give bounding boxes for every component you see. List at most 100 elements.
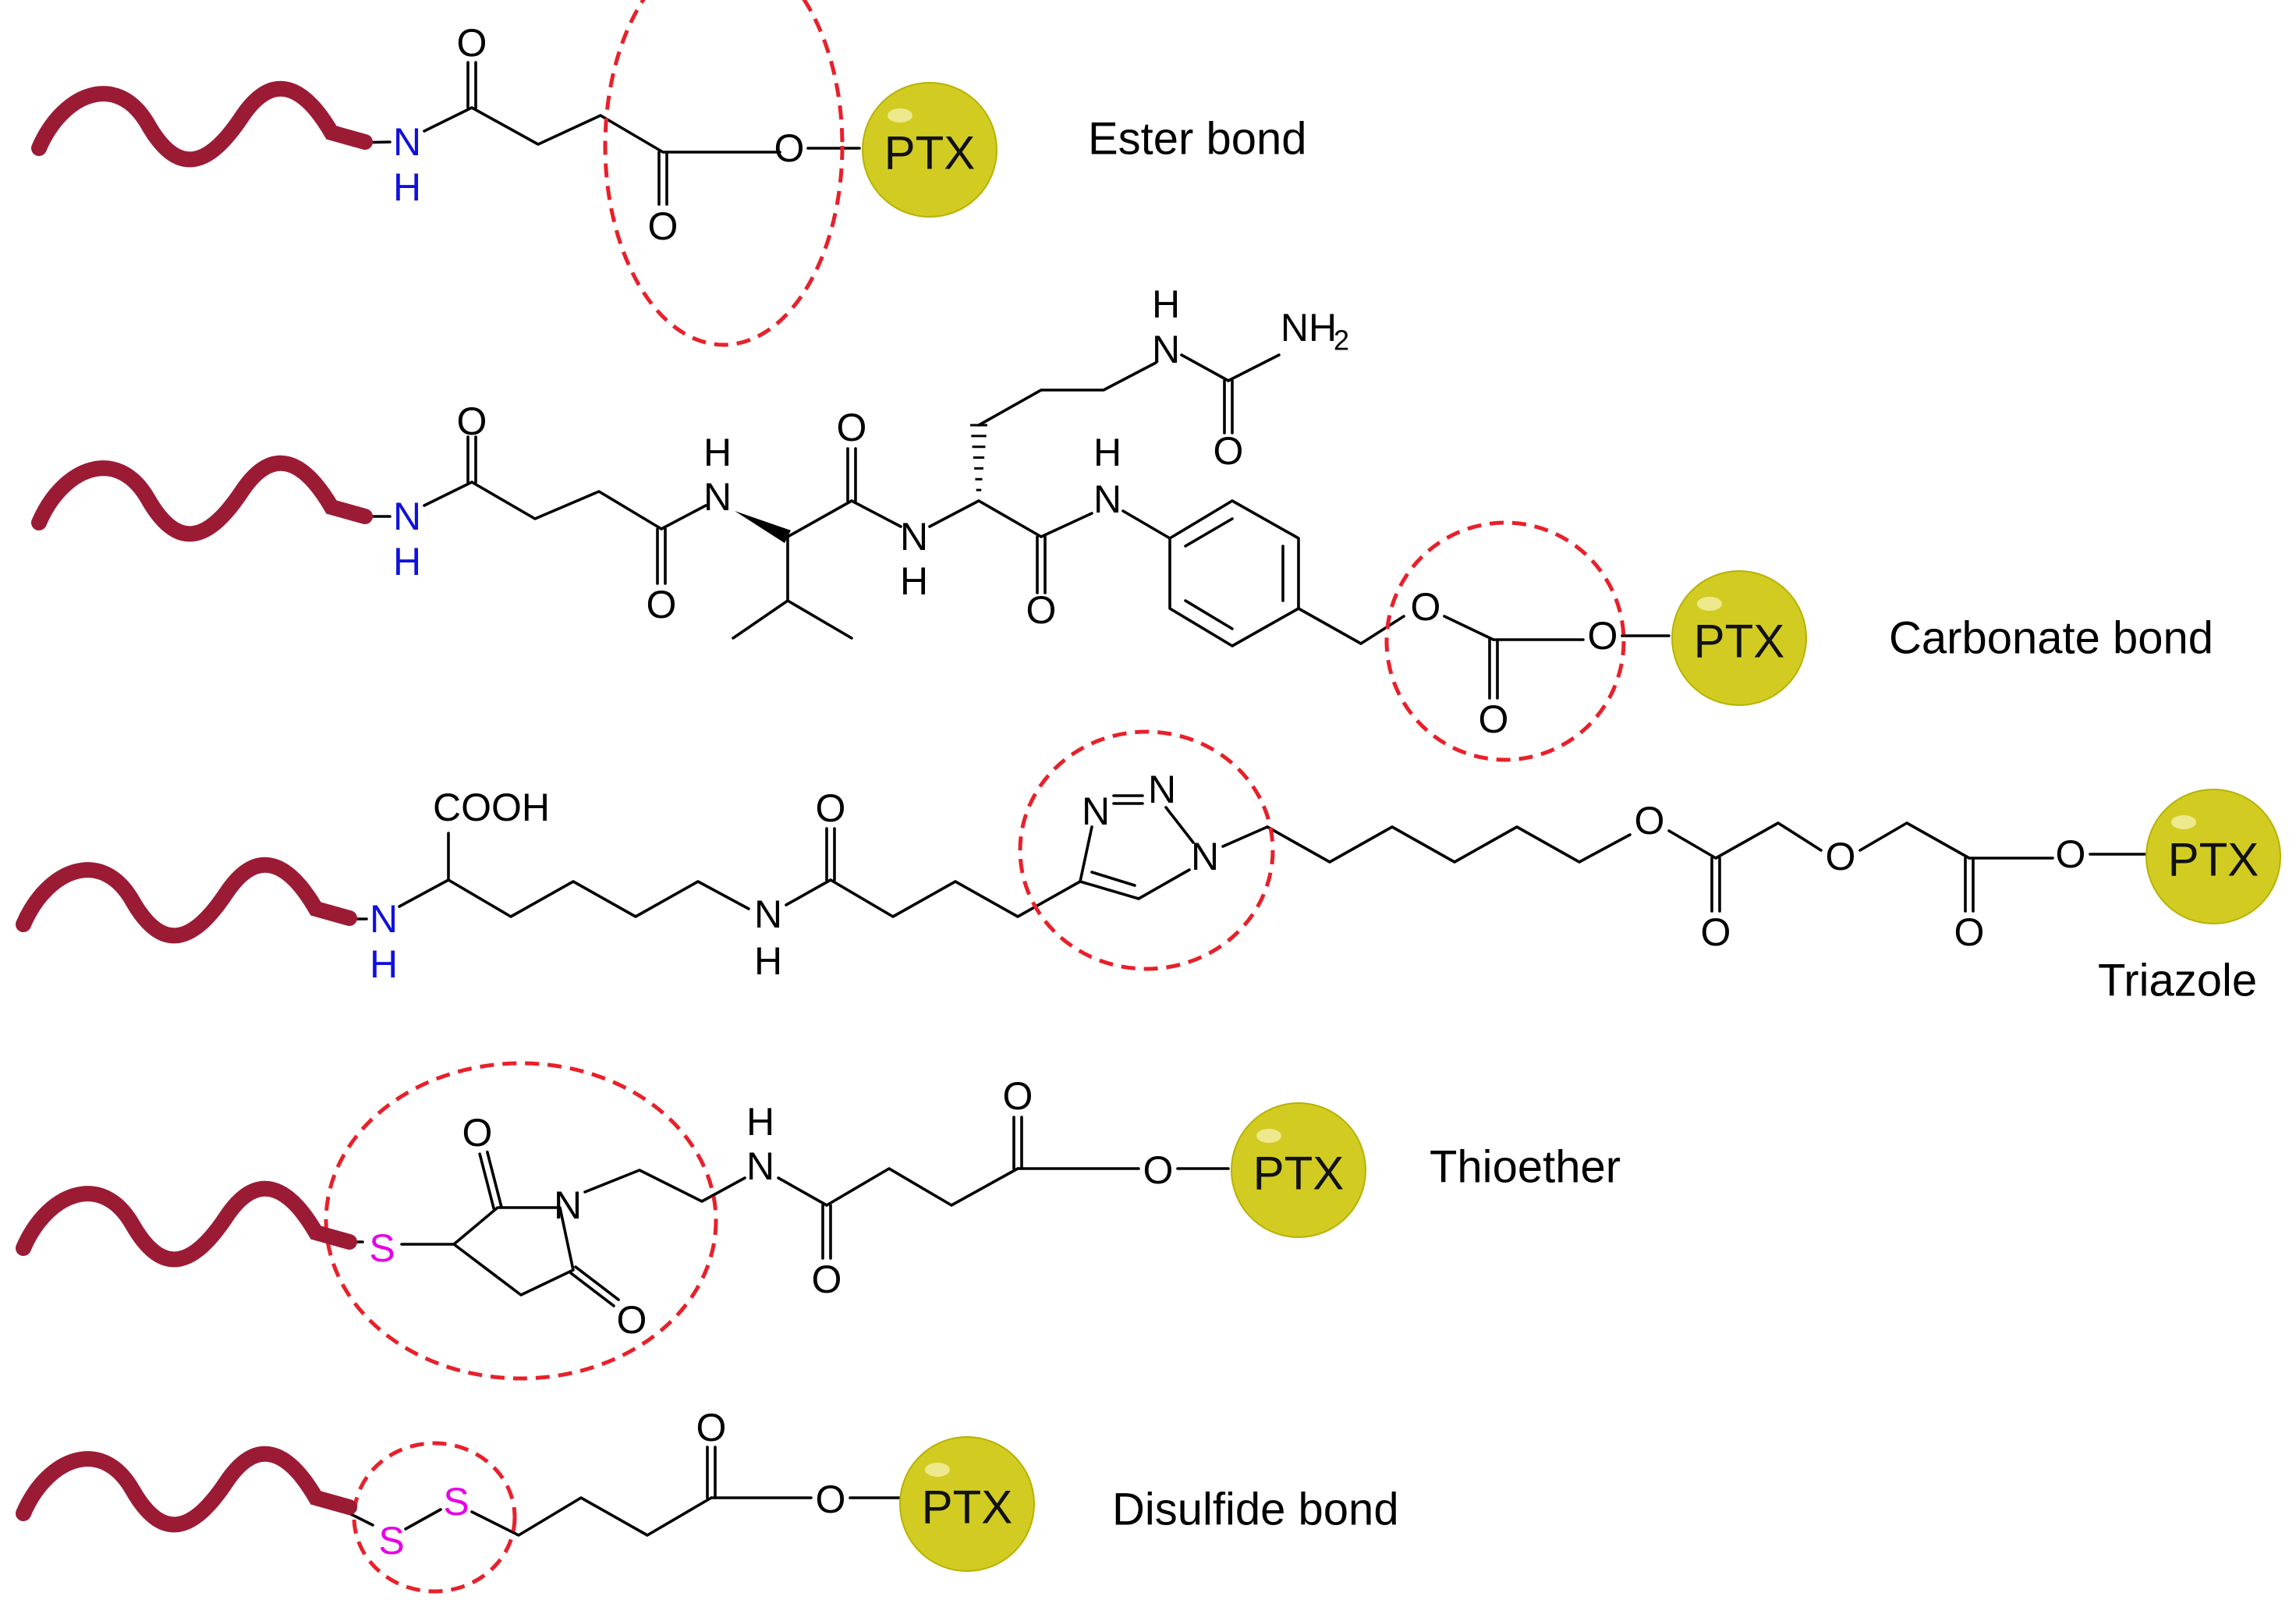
triazole-n1-c5 <box>1137 868 1191 900</box>
nitrogen-row3: N <box>370 897 398 941</box>
triazole-c5-c4 <box>1079 880 1140 900</box>
caption-thioether: Thioether <box>1430 1142 1621 1193</box>
nitrogen-h-row2-val: H <box>703 431 732 474</box>
nitrogen-row2-urea: N <box>1152 328 1180 371</box>
chain-row2-cit-side <box>977 361 1157 427</box>
nitrogen-row3-tz-3: N <box>1082 789 1110 833</box>
bond-row2-urea <box>1180 353 1230 382</box>
ptx-layer: PTX PTX PTX PTX PTX <box>862 82 2281 1572</box>
nitrogen-row2-aniline: N <box>1093 477 1121 521</box>
oxygen-row3-ether: O <box>1826 835 1856 878</box>
chain-row5 <box>470 1496 713 1537</box>
nitrogen-row2: N <box>393 495 421 538</box>
nitrogen-h-row2-aniline: H <box>1093 431 1121 474</box>
caption-triazole: Triazole <box>2098 956 2257 1006</box>
oxygen-row2-urea: O <box>1214 429 1244 473</box>
oxygen-row3-2: O <box>1701 910 1731 954</box>
highlight-circle-layer <box>324 0 1626 1594</box>
nitrogen-row1: N <box>393 120 421 164</box>
oxygen-row4-ring-1: O <box>462 1111 493 1155</box>
ptx-label: PTX <box>922 1481 1013 1534</box>
oxygen-row2-3: O <box>837 406 867 449</box>
nitrogen-h-row3: H <box>370 942 398 986</box>
oxygen-row1-ester: O <box>648 204 679 248</box>
amine-row2-urea: NH <box>1281 306 1337 349</box>
nitrogen-h-row4-amide: H <box>746 1100 774 1144</box>
ptx-highlight <box>2171 815 2196 829</box>
bond-row2-o-c <box>1443 615 1495 641</box>
nitrogen-row3-amide: N <box>754 892 782 936</box>
oxygen-row2-carbonate-3: O <box>1588 614 1618 658</box>
oxygen-row4-2: O <box>1003 1074 1033 1118</box>
ptx-label: PTX <box>1694 615 1785 668</box>
ptx-highlight <box>1256 1129 1281 1143</box>
oxygen-row5-ester: O <box>816 1478 846 1521</box>
oxygen-row4-ring-2: O <box>617 1298 647 1342</box>
bond-row2-c-nh <box>1040 512 1093 538</box>
ptx-label: PTX <box>2168 834 2259 886</box>
oxygen-row2-1: O <box>457 399 487 443</box>
highlight-triazole <box>1018 729 1275 971</box>
nitrogen-row3-tz-1: N <box>1191 835 1219 878</box>
isopropyl-row2 <box>732 599 853 640</box>
sulfur-row5-2: S <box>443 1480 469 1524</box>
oxygen-row2-2: O <box>647 583 677 626</box>
oxygen-row4-ester: O <box>1143 1148 1174 1192</box>
bond-row2-c-n2 <box>850 499 902 528</box>
ptx-row4: PTX <box>1231 1102 1366 1238</box>
amine-subscript-row2: 2 <box>1334 325 1349 357</box>
nitrogen-row2-val: N <box>703 475 732 519</box>
sulfur-row4: S <box>369 1226 395 1270</box>
caption-ester-bond: Ester bond <box>1088 114 1307 165</box>
bond-row3-o-c <box>1667 829 1717 860</box>
carbonyl-row4-ring-2 <box>574 1265 620 1301</box>
nitrogen-h-row3-amide: H <box>754 939 782 983</box>
highlight-disulfide <box>352 1441 517 1594</box>
chain-row4-succinyl <box>825 1167 1019 1207</box>
nitrogen-h-row2-cit: H <box>900 559 928 603</box>
nitrogen-row2-cit: N <box>900 515 928 559</box>
bond-row4-n-c <box>777 1176 828 1207</box>
oxygen-row3-3: O <box>1954 910 1985 954</box>
oxygen-row1-amide: O <box>457 21 487 65</box>
ptx-row1: PTX <box>862 82 997 218</box>
nitrogen-h-row2-urea: H <box>1152 282 1180 326</box>
ribbon-row-3 <box>16 857 357 944</box>
bond-layer <box>335 61 2146 1537</box>
triazole-n2-n1 <box>1164 806 1195 844</box>
highlight-thioether <box>324 1061 718 1381</box>
oxygen-row3-ester-1: O <box>1635 799 1665 843</box>
oxygen-row1-link: O <box>774 126 805 170</box>
benzene-inner-3 <box>1184 599 1234 630</box>
nitrogen-h-row2: H <box>393 540 421 584</box>
triazole-c4-n3 <box>1079 825 1093 883</box>
hashed-row2-cit <box>970 424 987 491</box>
highlight-ester <box>603 0 845 347</box>
ribbon-layer <box>16 80 373 1533</box>
bond-row2-n-ring <box>1121 509 1171 540</box>
chain-row3-lysine <box>447 878 750 918</box>
carbonyl-row4-ring-1 <box>478 1152 495 1211</box>
oxygen-row2-carbonate-2: O <box>1479 697 1509 741</box>
carboxyl-row3: COOH <box>433 786 550 829</box>
ribbon-row-2 <box>31 455 373 542</box>
nitrogen-h-row1: H <box>393 165 421 209</box>
chain-row4-ethyl <box>583 1169 746 1203</box>
sulfur-row5-1: S <box>378 1519 404 1563</box>
bond-row3-n-ca <box>398 878 450 908</box>
oxygen-row2-carbonate-1: O <box>1411 585 1441 629</box>
highlight-carbonate <box>1384 520 1626 762</box>
ribbon-row-4 <box>16 1180 357 1268</box>
ptx-highlight <box>925 1463 950 1477</box>
ptx-highlight <box>888 108 912 122</box>
nitrogen-row4-imide: N <box>554 1183 582 1227</box>
bond-row3-tz-chain <box>1221 825 1269 848</box>
ribbon-row-5 <box>16 1446 357 1533</box>
chain-row1 <box>423 106 781 154</box>
chain-row3-butyl <box>829 878 1082 918</box>
carbonyl-row4-ring-2 <box>569 1272 615 1307</box>
chain-row3-ether-2 <box>1858 821 1971 860</box>
ptx-row2: PTX <box>1671 570 1807 706</box>
